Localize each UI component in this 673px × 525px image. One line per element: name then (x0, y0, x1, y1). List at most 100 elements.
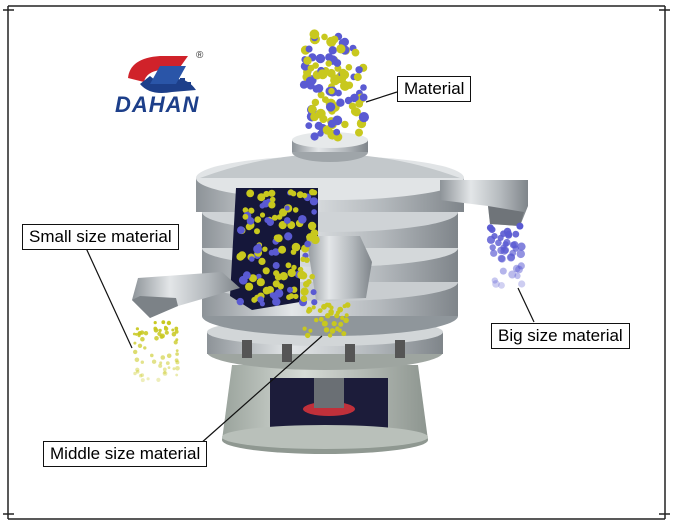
particle (304, 257, 310, 263)
particle (507, 253, 515, 261)
particle (284, 232, 293, 241)
material-particles-inside (236, 189, 320, 307)
particle (517, 242, 526, 251)
particle (352, 107, 361, 117)
particle (237, 226, 245, 235)
particle (321, 33, 328, 41)
particle (322, 96, 329, 103)
particle (236, 297, 244, 306)
particle (310, 112, 319, 122)
particle (278, 245, 287, 254)
particle (242, 213, 249, 220)
particle (497, 246, 505, 255)
particle (491, 277, 498, 284)
particle (329, 328, 336, 334)
particle (166, 320, 172, 326)
particle (140, 373, 145, 377)
particle (503, 238, 511, 247)
particle (317, 91, 325, 99)
particle (511, 241, 519, 249)
particle (135, 367, 140, 372)
particle (158, 363, 163, 368)
particle (162, 367, 167, 372)
particle (140, 360, 144, 364)
small-size-particles (132, 320, 180, 383)
particle (350, 93, 359, 103)
particle (165, 361, 170, 365)
particle (325, 102, 336, 112)
particle (140, 336, 145, 342)
particle (258, 257, 266, 265)
particle (139, 330, 145, 335)
particle (331, 321, 337, 327)
label-small-size-material: Small size material (22, 224, 179, 250)
particle (301, 192, 308, 199)
particle (318, 316, 324, 322)
particle (276, 214, 283, 220)
particle (159, 361, 163, 365)
particle (355, 128, 363, 137)
particle (137, 343, 143, 348)
particle (269, 196, 276, 203)
particle (338, 321, 344, 327)
big-size-particles (486, 222, 526, 289)
material-particles-feed (299, 29, 369, 142)
particle (175, 349, 179, 352)
particle (305, 45, 313, 53)
dahan-logo-icon (128, 56, 196, 93)
particle (499, 267, 507, 275)
big-outlet-spout (440, 180, 528, 226)
particle (490, 249, 498, 257)
particle (305, 122, 313, 129)
particle (321, 320, 328, 327)
particle (307, 221, 317, 231)
particle (172, 367, 176, 371)
particle (337, 328, 342, 333)
particle (271, 292, 279, 300)
particle (175, 352, 179, 356)
particle (306, 279, 312, 285)
particle (310, 132, 319, 141)
particle (306, 307, 313, 313)
particle (319, 114, 328, 124)
particle (174, 326, 179, 331)
leader-lines (85, 91, 535, 445)
particle (243, 271, 251, 280)
particle (317, 308, 323, 313)
particle (342, 304, 347, 309)
particle (279, 272, 288, 281)
particle (498, 255, 506, 263)
particle (518, 280, 526, 288)
particle (328, 309, 334, 315)
particle (259, 212, 266, 218)
registered-mark: ® (196, 50, 204, 61)
particle (345, 64, 353, 71)
particle (516, 249, 525, 259)
particle (314, 317, 319, 323)
particle (336, 44, 346, 54)
particle (489, 244, 496, 251)
particle (321, 303, 327, 310)
particle (133, 349, 138, 355)
particle (355, 66, 363, 74)
particle (514, 272, 521, 280)
particle (249, 256, 255, 262)
particle (257, 296, 265, 303)
particle (344, 313, 349, 318)
particle (153, 326, 158, 331)
particle (323, 327, 330, 333)
particle (175, 360, 180, 365)
particle (311, 209, 317, 215)
particle (171, 331, 177, 337)
particle (150, 353, 154, 358)
label-big-size-material: Big size material (491, 323, 630, 349)
particle (292, 207, 299, 213)
particle (326, 36, 337, 47)
particle (517, 262, 525, 270)
particle (256, 278, 265, 287)
particle (286, 294, 292, 301)
particle (135, 332, 138, 336)
particle (359, 93, 368, 102)
particle (262, 246, 268, 252)
